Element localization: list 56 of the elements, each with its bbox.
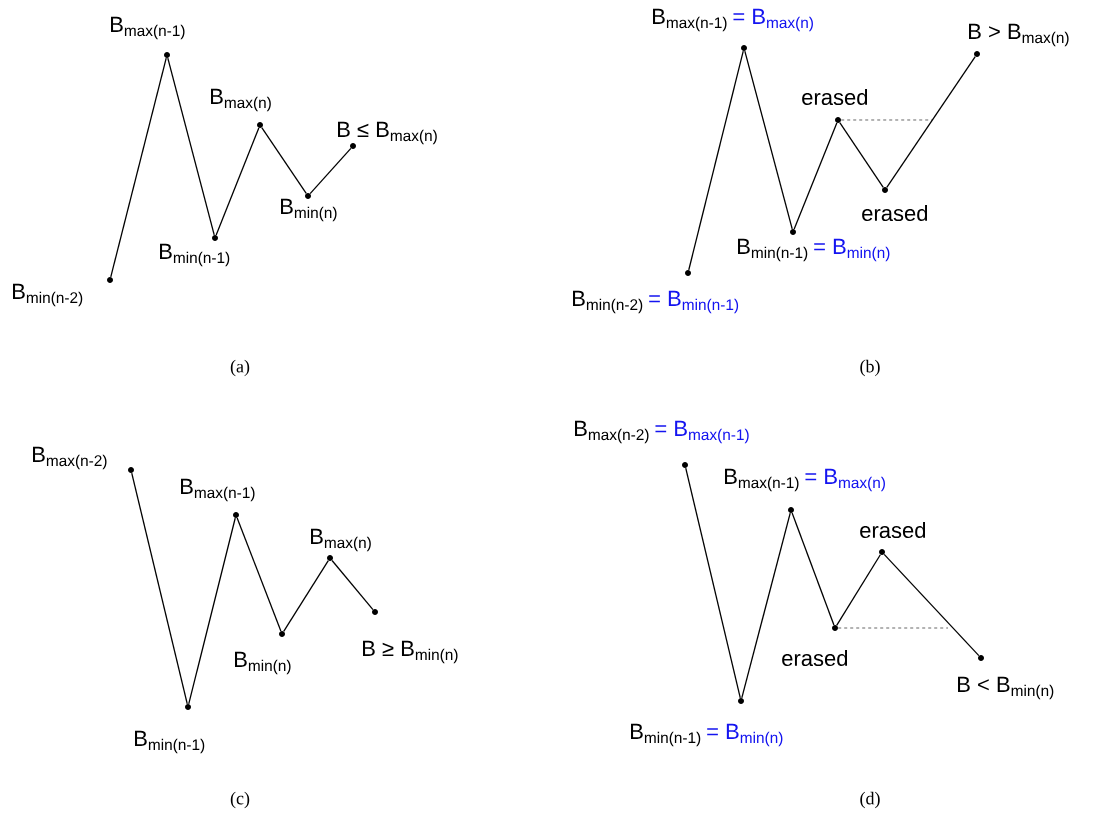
point-label: B$_{max(n-1)}$	[111, 16, 185, 40]
point-label: B$_{max(n-1)}$	[181, 478, 255, 502]
point-label: B$_{max(n-2)}$	[33, 446, 107, 470]
point-label: = B$_{min(n)}$	[814, 238, 890, 262]
line-segment	[688, 50, 744, 271]
panel-caption: (a)	[230, 359, 250, 377]
line-segment	[167, 57, 215, 236]
point-label: B$_{max(n)}$	[211, 88, 271, 112]
line-segment	[331, 559, 374, 611]
point-label: B$_{min(n-2)}$	[573, 290, 643, 314]
line-segment	[110, 57, 167, 278]
line-segment	[685, 467, 741, 699]
point-label: B$_{min(n)}$	[235, 651, 291, 675]
point-label: B$_{min(n)}$	[281, 198, 337, 222]
point-label: B$_{min(n-1)}$	[738, 238, 808, 262]
panel-caption: (b)	[860, 359, 880, 377]
point-label: erased	[802, 88, 868, 106]
point-label: B$_{max(n-2)}$	[575, 420, 649, 444]
line-segment	[883, 553, 980, 657]
panel-caption: (d)	[860, 791, 880, 809]
line-segment	[236, 517, 282, 632]
line-segment	[886, 56, 976, 188]
point-label: = B$_{min(n)}$	[707, 723, 783, 747]
point-label: B$_{min(n-1)}$	[135, 730, 205, 754]
line-segment	[131, 472, 188, 705]
point-label: B$_{min(n-1)}$	[160, 243, 230, 267]
point-label: B < B$_{min(n)}$	[958, 676, 1054, 700]
line-segment	[261, 127, 307, 194]
line-segment	[839, 122, 884, 188]
point-label: = B$_{max(n-1)}$	[655, 420, 749, 444]
point-label: B$_{max(n-1)}$	[653, 8, 727, 32]
line-segment	[741, 512, 791, 699]
point-label: B$_{min(n-2)}$	[13, 283, 83, 307]
line-segment	[791, 512, 835, 626]
dashed-line	[840, 119, 933, 121]
line-segment	[188, 517, 236, 705]
point-label: erased	[860, 521, 926, 539]
point-label: = B$_{max(n)}$	[733, 8, 813, 32]
point-label: B ≤ B$_{max(n)}$	[338, 121, 437, 145]
line-segment	[283, 560, 329, 632]
line-segment	[744, 50, 793, 230]
point-label: = B$_{max(n)}$	[805, 468, 885, 492]
point-label: B ≥ B$_{min(n)}$	[363, 640, 458, 664]
point-label: erased	[862, 204, 928, 222]
line-segment	[215, 127, 260, 236]
panel-caption: (c)	[230, 791, 250, 809]
line-segment	[793, 122, 838, 230]
point-label: = B$_{min(n-1)}$	[649, 290, 739, 314]
line-segment	[309, 147, 352, 195]
point-label: B$_{min(n-1)}$	[631, 723, 701, 747]
line-segment	[836, 554, 881, 626]
point-label: B$_{max(n)}$	[311, 528, 371, 552]
point-label: erased	[782, 649, 848, 667]
point-label: B$_{max(n-1)}$	[725, 468, 799, 492]
point-label: B > B$_{max(n)}$	[969, 23, 1069, 47]
dashed-line	[837, 627, 949, 629]
